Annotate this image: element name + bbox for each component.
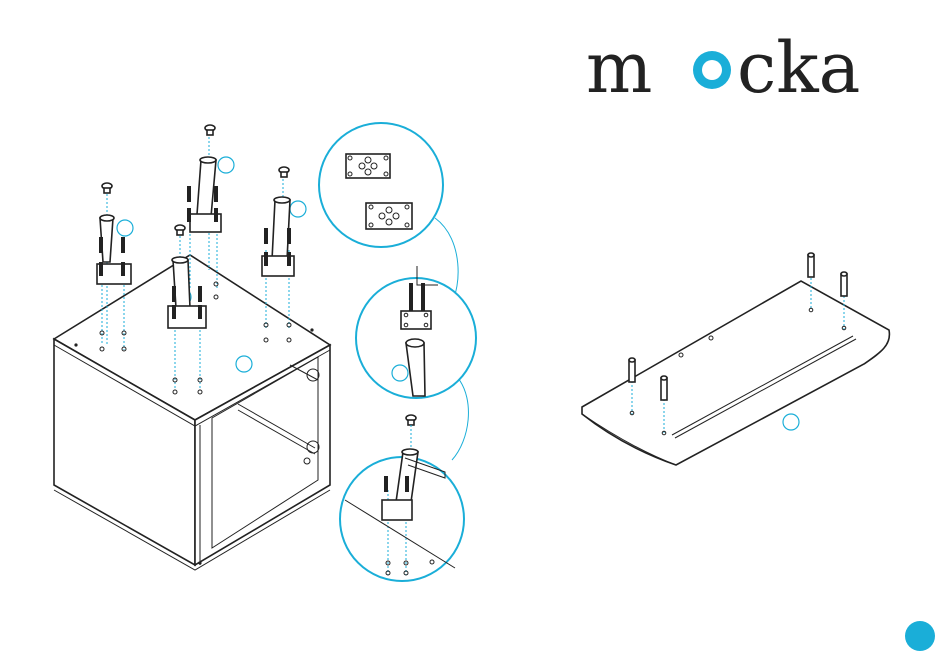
step-marker-icon (290, 201, 306, 217)
step-marker-icon (218, 157, 234, 173)
callout-leg-screw-detail (356, 266, 476, 398)
top-panel-board (582, 281, 889, 465)
top-panel-illustration (582, 253, 889, 465)
brand-logo-m: m (586, 27, 652, 109)
mounting-plate-icon (382, 500, 412, 520)
mounting-plate-top-icon (346, 154, 390, 178)
brand-logo: m cka (586, 27, 860, 109)
callout-plate-detail (319, 123, 443, 247)
page-dot-icon (905, 621, 935, 651)
step-marker-icon (783, 414, 799, 430)
brand-logo-cka: cka (737, 27, 860, 109)
callout-leg-fit-detail (340, 415, 464, 581)
step-marker-icon (117, 220, 133, 236)
